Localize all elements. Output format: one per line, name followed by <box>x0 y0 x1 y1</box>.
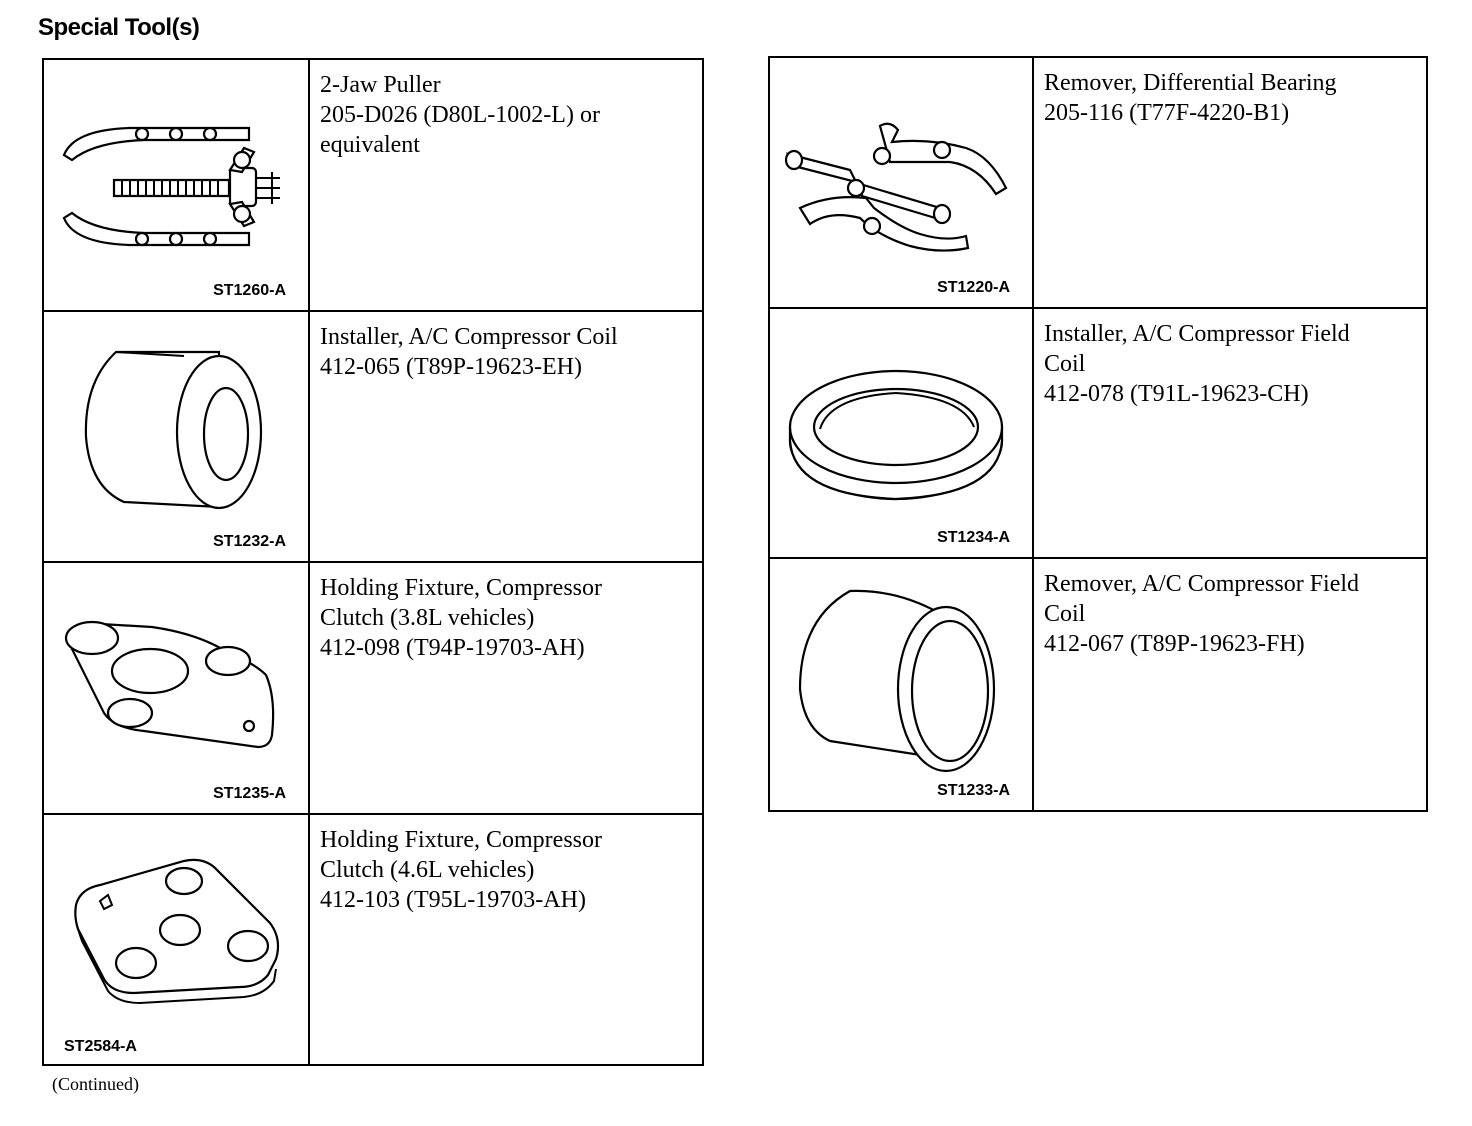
special-tools-table-left: ST1260-A 2-Jaw Puller 205-D026 (D80L-100… <box>42 58 704 1066</box>
tool-number: 205-116 (T77F-4220-B1) <box>1044 100 1290 126</box>
tool-code: ST1232-A <box>213 533 286 550</box>
tool-description: Installer, A/C Compressor Field Coil 412… <box>1034 309 1426 558</box>
coil-installer-icon <box>84 350 263 509</box>
holding-fixture-4-6l-icon <box>74 858 280 1004</box>
tool-number: 412-067 (T89P-19623-FH) <box>1044 631 1305 658</box>
special-tools-table-right: ST1220-A Remover, Differential Bearing 2… <box>768 56 1428 812</box>
tool-code: ST1235-A <box>213 784 286 802</box>
tool-row: ST2584-A Holding Fixture, Compressor Clu… <box>44 814 702 1067</box>
tool-name-cont: Coil <box>1044 601 1086 628</box>
tool-code: ST2584-A <box>64 1038 137 1055</box>
tool-row: ST1220-A Remover, Differential Bearing 2… <box>770 58 1426 309</box>
tool-description: Holding Fixture, Compressor Clutch (3.8L… <box>310 563 702 813</box>
tool-name: Installer, A/C Compressor Field <box>1044 320 1350 347</box>
two-jaw-puller-icon <box>62 126 280 247</box>
tool-number: 412-065 (T89P-19623-EH) <box>320 353 582 380</box>
tool-description: Installer, A/C Compressor Coil 412-065 (… <box>310 312 702 562</box>
tool-row: ST1235-A Holding Fixture, Compressor Clu… <box>44 563 702 815</box>
tool-name: Remover, A/C Compressor Field <box>1044 571 1360 598</box>
tool-illustration-cell: ST1234-A <box>770 308 1034 558</box>
tool-name: Holding Fixture, Compressor <box>320 575 602 601</box>
tool-row: ST1260-A 2-Jaw Puller 205-D026 (D80L-100… <box>44 60 702 312</box>
tool-description: Remover, Differential Bearing 205-116 (T… <box>1034 58 1426 307</box>
tool-code: ST1220-A <box>937 278 1010 296</box>
differential-bearing-remover-icon <box>784 122 1008 252</box>
tool-number-cont: equivalent <box>320 132 420 158</box>
tool-illustration-cell: ST1220-A <box>770 58 1034 307</box>
tool-code: ST1260-A <box>213 281 286 299</box>
holding-fixture-3-8l-icon <box>64 620 275 749</box>
tool-illustration-cell: ST1232-A <box>44 311 310 561</box>
tool-row: ST1234-A Installer, A/C Compressor Field… <box>770 308 1426 560</box>
tool-row: ST1233-A Remover, A/C Compressor Field C… <box>770 559 1426 811</box>
tool-name-cont: Coil <box>1044 350 1086 377</box>
tool-illustration-cell: ST1233-A <box>770 559 1034 811</box>
tool-number: 205-D026 (D80L-1002-L) or <box>320 102 600 128</box>
tool-name: Remover, Differential Bearing <box>1044 70 1337 96</box>
tool-name-cont: Clutch (3.8L vehicles) <box>320 605 535 631</box>
tool-description: Holding Fixture, Compressor Clutch (4.6L… <box>310 815 702 1067</box>
continued-note: (Continued) <box>52 1074 139 1094</box>
tool-illustration-cell: ST1235-A <box>44 563 310 813</box>
tool-name: Holding Fixture, Compressor <box>320 826 602 853</box>
tool-name: 2-Jaw Puller <box>320 72 441 98</box>
tool-name-cont: Clutch (4.6L vehicles) <box>320 856 535 883</box>
page-title: Special Tool(s) <box>38 14 200 41</box>
tool-description: 2-Jaw Puller 205-D026 (D80L-1002-L) or e… <box>310 60 702 310</box>
tool-illustration-cell: ST2584-A <box>44 814 310 1066</box>
tool-number: 412-103 (T95L-19703-AH) <box>320 886 586 913</box>
tool-description: Remover, A/C Compressor Field Coil 412-0… <box>1034 559 1426 810</box>
tool-row: ST1232-A Installer, A/C Compressor Coil … <box>44 311 702 563</box>
tool-number: 412-078 (T91L-19623-CH) <box>1044 380 1309 407</box>
tool-number: 412-098 (T94P-19703-AH) <box>320 635 585 661</box>
field-coil-installer-ring-icon <box>788 369 1004 500</box>
tool-code: ST1234-A <box>937 529 1010 547</box>
tool-code: ST1233-A <box>937 782 1010 800</box>
tool-illustration-cell: ST1260-A <box>44 60 310 310</box>
field-coil-remover-icon <box>798 590 996 773</box>
tool-name: Installer, A/C Compressor Coil <box>320 323 618 350</box>
